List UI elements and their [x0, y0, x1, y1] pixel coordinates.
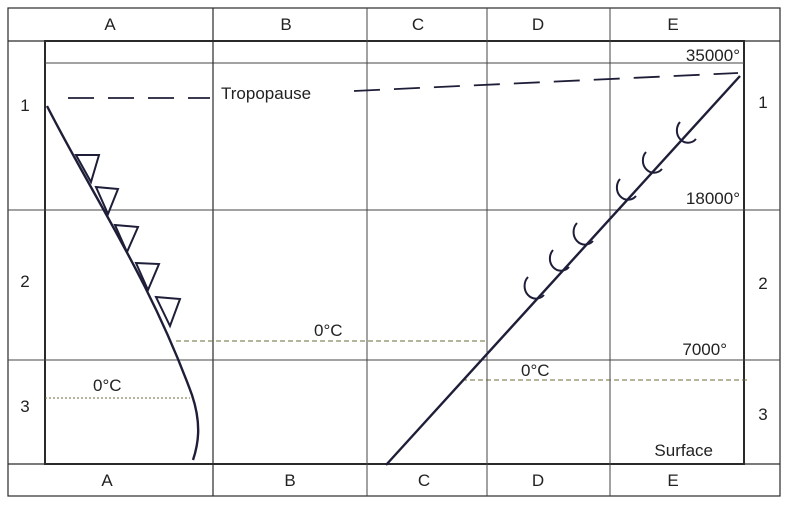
col-label-bottom-a: A: [101, 471, 113, 490]
warm-front-bump-5: [641, 151, 663, 174]
col-label-top-c: C: [412, 15, 424, 34]
col-label-bottom-c: C: [418, 471, 430, 490]
col-label-bottom-d: D: [532, 471, 544, 490]
col-label-top-b: B: [280, 15, 291, 34]
cold-front-barb-1: [74, 154, 101, 185]
col-label-bottom-b: B: [284, 471, 295, 490]
outer-frame: [7, 7, 781, 497]
row-label-left-3: 3: [20, 397, 29, 416]
warm-front-bump-4: [615, 178, 637, 201]
cold-front-barb-4: [134, 261, 161, 293]
freezing-label-left: 0°C: [93, 376, 122, 395]
altitude-top-label: 35000°: [686, 46, 740, 65]
tropopause-label: Tropopause: [221, 84, 311, 103]
chart-box: [44, 40, 745, 465]
col-label-top-d: D: [532, 15, 544, 34]
warm-front-bump-2: [548, 249, 570, 272]
altitude-low-label: 7000°: [682, 340, 727, 359]
tropopause-line-right: [353, 72, 739, 92]
row-label-right-2: 2: [758, 274, 767, 293]
cold-front-line: [45, 105, 200, 461]
col-label-top-e: E: [667, 15, 678, 34]
warm-front-bump-3: [572, 222, 594, 246]
cold-front-barb-2: [94, 185, 120, 217]
cold-front-barb-5: [154, 295, 182, 329]
col-label-top-a: A: [104, 15, 116, 34]
freezing-label-center: 0°C: [314, 321, 343, 340]
surface-label: Surface: [654, 441, 713, 460]
row-label-left-1: 1: [20, 96, 29, 115]
row-label-left-2: 2: [20, 272, 29, 291]
cold-front-barb-3: [113, 223, 140, 255]
warm-front-bump-6: [675, 121, 697, 144]
row-label-right-3: 3: [758, 405, 767, 424]
row-label-right-1: 1: [758, 93, 767, 112]
warm-front-bump-1: [523, 276, 545, 300]
freezing-label-right: 0°C: [521, 361, 550, 380]
col-label-bottom-e: E: [667, 471, 678, 490]
altitude-mid-label: 18000°: [686, 189, 740, 208]
